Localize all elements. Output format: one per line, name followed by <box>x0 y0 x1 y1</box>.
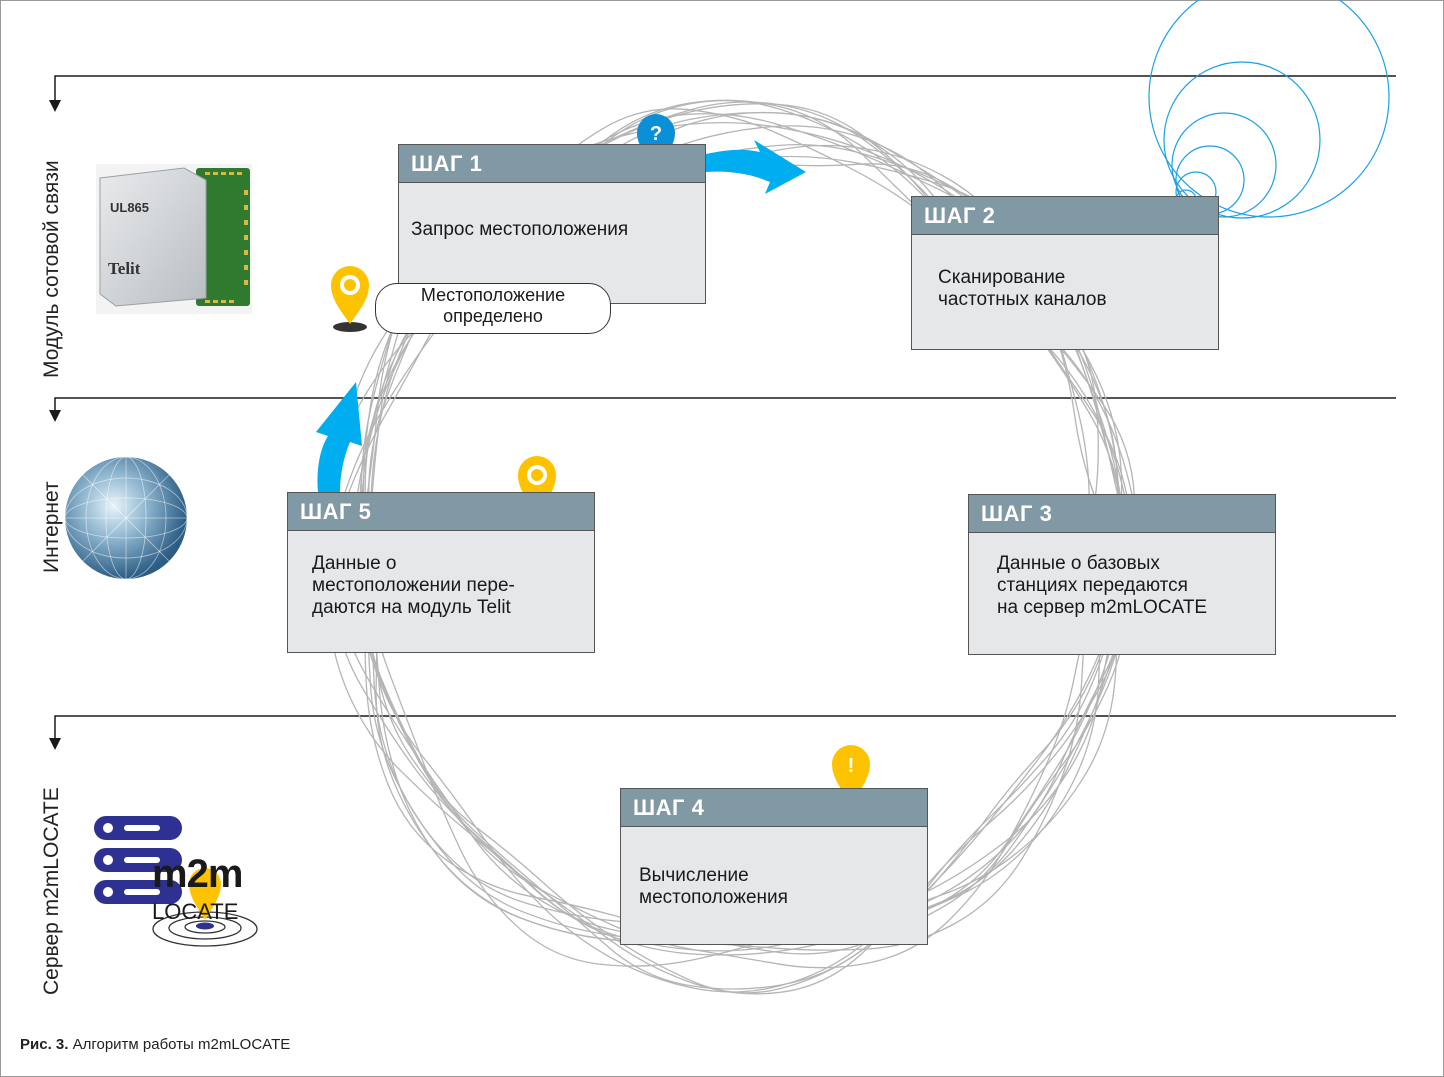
m2mlocate-logo: m2m LOCATE <box>152 852 258 947</box>
lane-label-cellular: Модуль сотовой связи <box>40 160 63 378</box>
cellular-module-image: UL865 Telit <box>96 164 252 314</box>
caption-text: Алгоритм работы m2mLOCATE <box>68 1036 291 1053</box>
figure-caption: Рис. 3. Алгоритм работы m2mLOCATE <box>20 1036 290 1053</box>
step-4-text: Вычисление местоположения <box>639 865 788 908</box>
svg-text:?: ? <box>650 123 662 145</box>
step-4-box: ШАГ 4 Вычисление местоположения <box>620 788 928 945</box>
logo-top-text: m2m <box>152 852 242 896</box>
logo-bottom-text: LOCATE <box>152 899 238 924</box>
step-3-title: ШАГ 3 <box>969 495 1275 533</box>
step-3-box: ШАГ 3 Данные о базовых станциях передают… <box>968 494 1276 655</box>
lane-divider-internet <box>49 397 1396 422</box>
step-4-title: ШАГ 4 <box>621 789 927 827</box>
step-5-box: ШАГ 5 Данные о местоположении пере- дают… <box>287 492 595 653</box>
located-pin-icon <box>331 266 369 332</box>
step-5-title: ШАГ 5 <box>288 493 594 531</box>
step-2-text: Сканирование частотных каналов <box>938 267 1107 310</box>
server-icon <box>94 816 182 904</box>
arrow-step1-to-step2 <box>706 140 806 194</box>
lane-label-internet: Интернет <box>40 481 63 573</box>
step-3-text: Данные о базовых станциях передаются на … <box>997 553 1208 618</box>
radio-wave-icon <box>1112 0 1390 230</box>
module-brand-label: Telit <box>108 259 141 278</box>
lane-divider-cellular <box>49 75 1396 112</box>
step-2-title: ШАГ 2 <box>912 197 1218 235</box>
module-model-label: UL865 <box>110 200 149 215</box>
step-5-text: Данные о местоположении пере- даются на … <box>312 553 515 618</box>
svg-text:!: ! <box>848 755 855 777</box>
step-1-box: ШАГ 1 Запрос местоположения <box>398 144 706 304</box>
caption-label: Рис. 3. <box>20 1036 69 1053</box>
arrow-step5-to-bubble <box>316 382 362 492</box>
globe-image <box>64 456 188 580</box>
step-2-box: ШАГ 2 Сканирование частотных каналов <box>911 196 1219 350</box>
step-1-text: Запрос местоположения <box>411 219 629 240</box>
lane-divider-server <box>49 715 1396 750</box>
location-determined-bubble: Местоположение определено <box>375 283 611 334</box>
step-1-title: ШАГ 1 <box>399 145 705 183</box>
lane-label-server: Сервер m2mLOCATE <box>40 787 63 995</box>
